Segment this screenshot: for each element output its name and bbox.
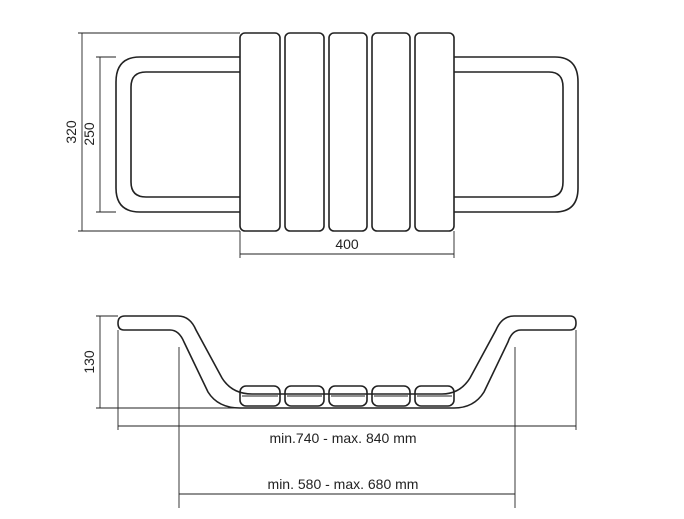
- dimension-250: 250: [81, 56, 116, 213]
- seat-slats-side: [239, 385, 455, 407]
- slat-top: [371, 32, 411, 232]
- seat-slats-top: [239, 32, 455, 232]
- dimension-label-130: 130: [81, 350, 97, 374]
- slat-side: [371, 385, 411, 407]
- dimension-320: 320: [63, 32, 240, 232]
- frame-tube: [115, 56, 579, 213]
- dimension-label-400: 400: [335, 236, 359, 252]
- dimension-label-support-spacing: min. 580 - max. 680 mm: [268, 476, 419, 492]
- slat-side: [414, 385, 455, 407]
- dimension-400: 400: [239, 231, 455, 258]
- slat-top: [284, 32, 325, 232]
- slat-top: [239, 32, 281, 232]
- dimension-130: 130: [81, 315, 240, 409]
- frame-profile: [117, 315, 577, 409]
- dimension-support-spacing: min. 580 - max. 680 mm: [178, 347, 516, 508]
- slat-side: [328, 385, 368, 407]
- slat-side: [284, 385, 325, 407]
- slat-top: [414, 32, 455, 232]
- side-view: 130 min.740 - max. 840 mm min. 580 - max…: [81, 315, 577, 508]
- slat-side: [239, 385, 281, 407]
- dimension-label-320: 320: [63, 120, 79, 144]
- top-view: 320 250 400: [63, 32, 579, 258]
- dimension-overall-length: min.740 - max. 840 mm: [117, 330, 577, 446]
- dimension-label-250: 250: [81, 122, 97, 146]
- dimension-label-overall-length: min.740 - max. 840 mm: [269, 430, 416, 446]
- slat-top: [328, 32, 368, 232]
